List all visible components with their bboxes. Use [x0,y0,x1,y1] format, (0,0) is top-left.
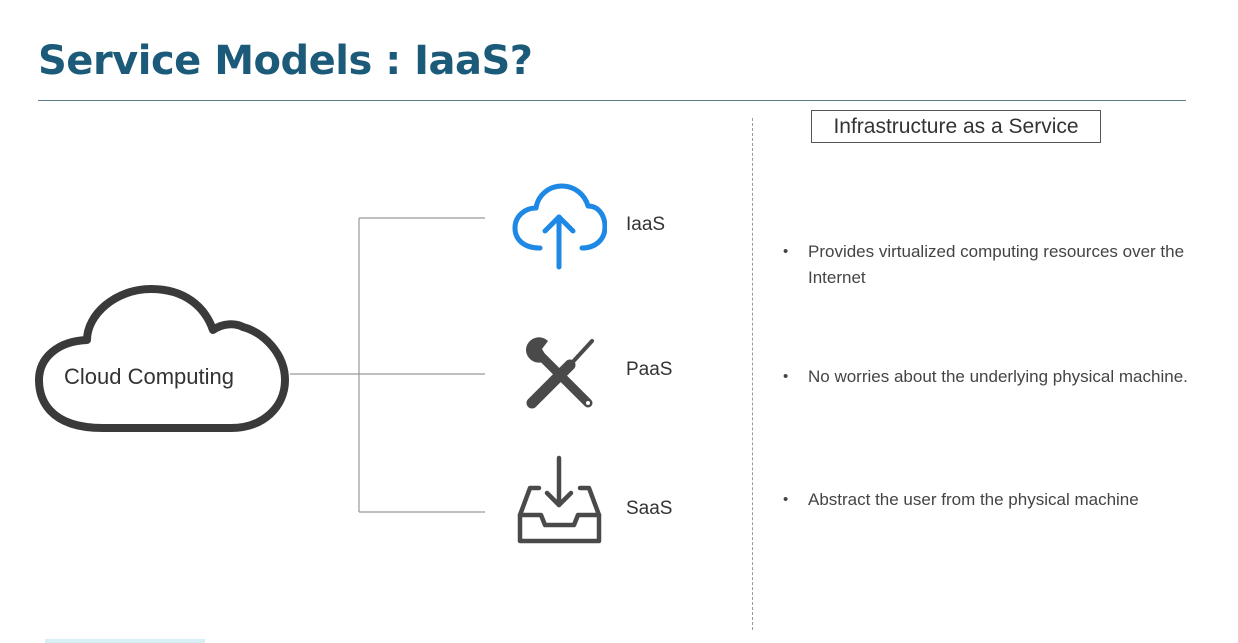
model-label-iaas: IaaS [626,214,666,235]
bullet-text: No worries about the underlying physical… [808,367,1188,386]
bullet-item: • Abstract the user from the physical ma… [783,487,1188,513]
bullet-item: • No worries about the underlying physic… [783,364,1188,390]
cloud-icon [35,285,289,432]
bullet-dot: • [783,243,789,260]
inbox-download-icon [517,455,602,544]
panel-divider [752,118,753,630]
bullet-text: Provides virtualized computing resources… [808,242,1185,287]
bullet-text: Abstract the user from the physical mach… [808,490,1139,509]
title-underline [38,100,1186,101]
model-label-saas: SaaS [626,498,673,519]
tools-icon [525,337,594,409]
bullet-dot: • [783,491,789,508]
bottom-accent-strip [45,639,205,643]
model-label-paas: PaaS [626,359,673,380]
cloud-upload-icon [512,183,607,270]
panel-heading: Infrastructure as a Service [811,110,1101,143]
center-label: Cloud Computing [64,364,234,389]
bullet-dot: • [783,368,789,385]
bullet-item: • Provides virtualized computing resourc… [783,239,1188,291]
page-title: Service Models : IaaS? [38,38,533,84]
